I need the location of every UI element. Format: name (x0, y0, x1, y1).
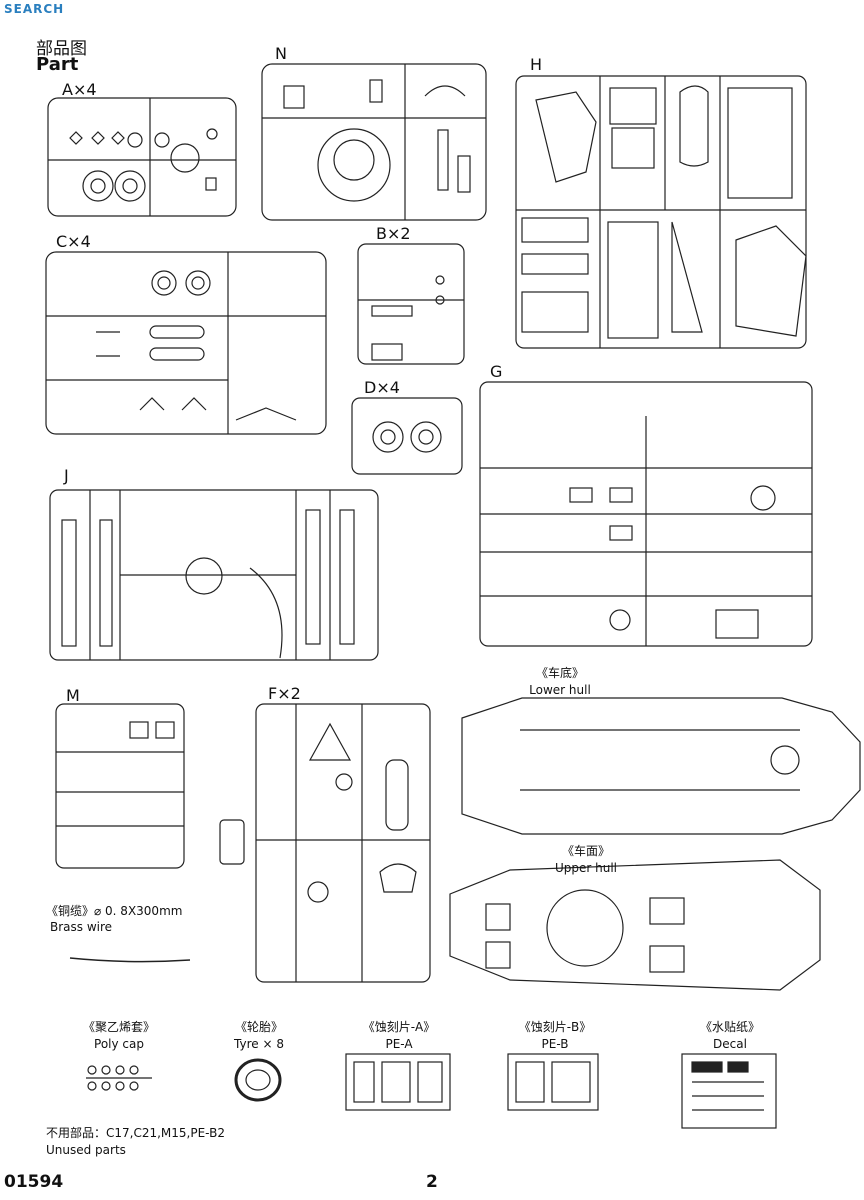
pe-a-label: 《蚀刻片-A》 PE-A (362, 1020, 436, 1051)
unused-parts-zh: 不用部品：C17,C21,M15,PE-B2 (46, 1126, 225, 1140)
decal-label: 《水贴纸》 Decal (699, 1020, 760, 1051)
sprue-label-d: D×4 (364, 378, 400, 397)
sprue-label-a: A×4 (62, 80, 97, 99)
brass-wire-label-en: Brass wire (50, 920, 113, 934)
sprue-n-frame (261, 63, 487, 221)
watermark: SEARCH (4, 2, 65, 16)
lower-hull-drawing (461, 697, 861, 835)
unused-parts-en: Unused parts (46, 1143, 126, 1157)
brass-wire-label-zh: 《铜缆》⌀ 0. 8X300mm (46, 904, 183, 918)
pe-a-drawing (345, 1053, 451, 1111)
page-number: 2 (426, 1172, 438, 1192)
sprue-label-j: J (64, 466, 69, 485)
upper-hull-drawing (449, 859, 821, 991)
sprue-label-n: N (275, 44, 287, 63)
brass-wire-drawing (69, 957, 191, 963)
page-title-en: Part (36, 54, 79, 75)
tyre-drawing (234, 1058, 282, 1102)
pe-b-drawing (507, 1053, 599, 1111)
lower-hull-label: 《车底》 Lower hull (529, 666, 591, 697)
product-code: 01594 (4, 1172, 64, 1192)
sprue-d-frame (351, 397, 463, 475)
sprue-g-frame (479, 381, 813, 647)
upper-hull-label: 《车面》 Upper hull (554, 844, 618, 875)
sprue-j-frame (49, 489, 379, 661)
sprue-b-frame (357, 243, 465, 365)
poly-cap-drawing (86, 1065, 152, 1091)
sprue-label-c: C×4 (56, 232, 91, 251)
sprue-label-h: H (530, 55, 543, 74)
sprue-label-m: M (66, 686, 80, 705)
tyre-label: 《轮胎》 Tyre × 8 (234, 1020, 284, 1051)
sprue-m-frame (55, 703, 185, 869)
decal-drawing (681, 1053, 777, 1129)
poly-cap-label: 《聚乙烯套》 Poly cap (82, 1020, 155, 1051)
pe-b-label: 《蚀刻片-B》 PE-B (518, 1020, 592, 1051)
sprue-c-frame (45, 251, 327, 435)
sprue-label-g: G (490, 362, 503, 381)
sprue-h-frame (515, 75, 807, 349)
sprue-a-frame (47, 97, 237, 217)
sprue-f-frame (219, 703, 431, 983)
sprue-label-b: B×2 (376, 224, 411, 243)
page-title-zh: 部品图 (36, 39, 87, 59)
sprue-label-f: F×2 (268, 684, 301, 703)
